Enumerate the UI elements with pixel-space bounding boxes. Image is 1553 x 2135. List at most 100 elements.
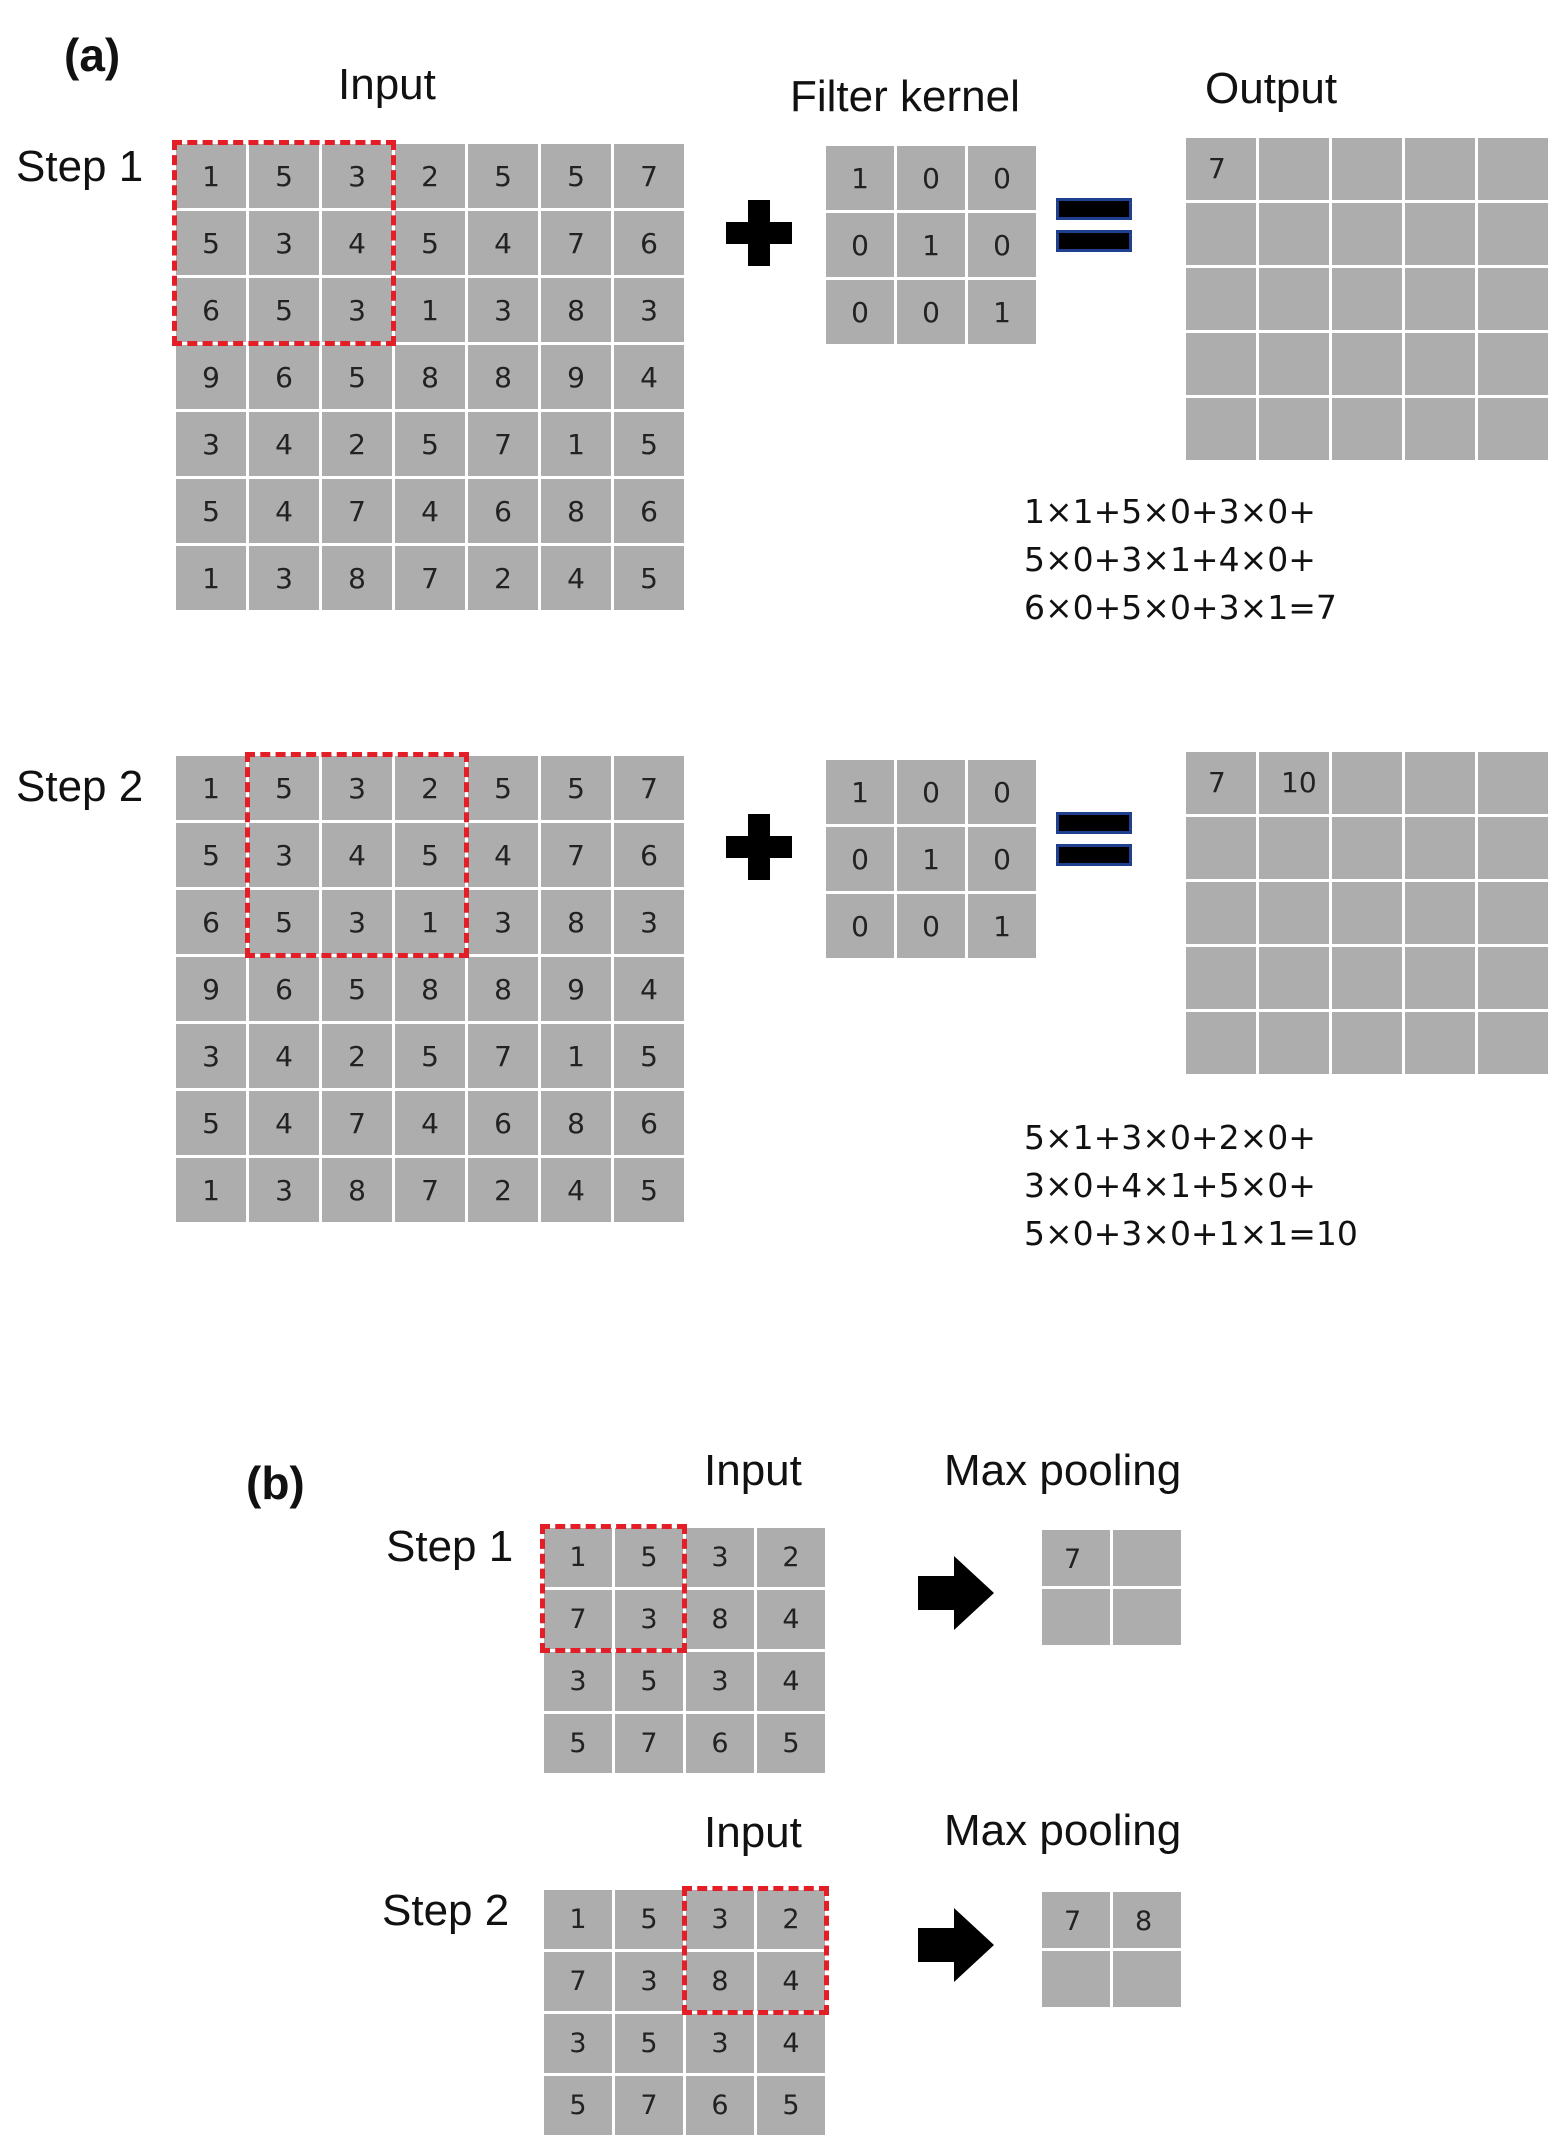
- right-arrow-icon: [918, 1908, 994, 1982]
- grid-cell: 2: [468, 1158, 538, 1222]
- panel-a-input-title: Input: [338, 60, 436, 109]
- grid-cell: 4: [249, 412, 319, 476]
- grid-cell: [1186, 268, 1256, 330]
- equals-sign-bottom: [1056, 844, 1132, 866]
- panel-b-step1-pool-grid: 7: [1042, 1530, 1181, 1645]
- grid-cell: 8: [468, 957, 538, 1021]
- grid-cell: 5: [541, 144, 611, 208]
- grid-cell: 8: [686, 1952, 754, 2011]
- grid-cell: 4: [249, 479, 319, 543]
- equals-sign-bottom: [1056, 230, 1132, 252]
- grid-cell: 8: [541, 278, 611, 342]
- grid-cell: 4: [757, 2014, 825, 2073]
- grid-cell: 9: [176, 345, 246, 409]
- grid-cell: 3: [686, 1528, 754, 1587]
- grid-cell: 5: [249, 890, 319, 954]
- grid-cell: 3: [614, 890, 684, 954]
- grid-cell: 3: [249, 211, 319, 275]
- grid-cell: 7: [468, 412, 538, 476]
- grid-cell: 4: [322, 211, 392, 275]
- grid-cell: 7: [468, 1024, 538, 1088]
- grid-cell: 1: [176, 546, 246, 610]
- grid-cell: 1: [176, 1158, 246, 1222]
- grid-cell: 8: [541, 890, 611, 954]
- grid-cell: 3: [322, 756, 392, 820]
- grid-cell: [1259, 947, 1329, 1009]
- grid-cell: 4: [395, 1091, 465, 1155]
- grid-cell: 4: [541, 546, 611, 610]
- grid-cell: [1478, 398, 1548, 460]
- convolution-window-highlight: [172, 140, 396, 346]
- grid-cell: [1478, 817, 1548, 879]
- grid-cell: 5: [249, 756, 319, 820]
- grid-cell: 7: [614, 144, 684, 208]
- grid-cell: 8: [541, 479, 611, 543]
- calc-line: 6×0+5×0+3×1=7: [1024, 588, 1337, 627]
- grid-cell: 3: [468, 278, 538, 342]
- grid-cell: 0: [897, 760, 965, 824]
- grid-cell: 6: [468, 479, 538, 543]
- grid-cell: [1113, 1951, 1181, 2007]
- grid-cell: 7: [1042, 1892, 1110, 1948]
- grid-cell: 5: [176, 823, 246, 887]
- grid-cell: 4: [468, 211, 538, 275]
- grid-cell: 5: [757, 1714, 825, 1773]
- equals-sign-top: [1056, 198, 1132, 220]
- grid-cell: [1186, 947, 1256, 1009]
- panel-a-step1-output-grid: 7: [1186, 138, 1548, 460]
- grid-cell: 5: [544, 2076, 612, 2135]
- grid-cell: 5: [395, 823, 465, 887]
- grid-cell: 7: [1186, 138, 1256, 200]
- grid-cell: [1332, 947, 1402, 1009]
- grid-cell: [1478, 268, 1548, 330]
- panel-b-step1-input-title: Input: [704, 1446, 802, 1495]
- grid-cell: 1: [395, 278, 465, 342]
- grid-cell: [1405, 947, 1475, 1009]
- grid-cell: [1259, 333, 1329, 395]
- grid-cell: 0: [968, 213, 1036, 277]
- calc-line: 5×0+3×0+1×1=10: [1024, 1214, 1358, 1253]
- grid-cell: 3: [544, 2014, 612, 2073]
- grid-cell: 8: [541, 1091, 611, 1155]
- grid-cell: 7: [615, 2076, 683, 2135]
- grid-cell: [1186, 333, 1256, 395]
- grid-cell: 10: [1259, 752, 1329, 814]
- grid-cell: [1332, 1012, 1402, 1074]
- grid-cell: [1259, 268, 1329, 330]
- grid-cell: 3: [544, 1652, 612, 1711]
- grid-cell: 5: [615, 1652, 683, 1711]
- grid-cell: 1: [395, 890, 465, 954]
- grid-cell: 1: [968, 894, 1036, 958]
- pooling-window-highlight: [540, 1524, 687, 1653]
- pooling-window-highlight: [682, 1886, 829, 2015]
- grid-cell: 0: [826, 894, 894, 958]
- grid-cell: [1259, 1012, 1329, 1074]
- grid-cell: [1478, 138, 1548, 200]
- grid-cell: 2: [468, 546, 538, 610]
- grid-cell: 1: [176, 756, 246, 820]
- panel-a-step1-label: Step 1: [16, 142, 144, 191]
- grid-cell: 0: [897, 146, 965, 210]
- grid-cell: 6: [686, 2076, 754, 2135]
- grid-cell: [1478, 333, 1548, 395]
- grid-cell: 0: [897, 894, 965, 958]
- plus-sign-vertical: [748, 814, 770, 880]
- grid-cell: 4: [249, 1091, 319, 1155]
- grid-cell: 7: [544, 1952, 612, 2011]
- grid-cell: 2: [757, 1528, 825, 1587]
- calc-line: 3×0+4×1+5×0+: [1024, 1166, 1316, 1205]
- right-arrow-icon: [918, 1556, 994, 1630]
- panel-b-step2-input-title: Input: [704, 1808, 802, 1857]
- grid-cell: [1042, 1589, 1110, 1645]
- panel-a-step2-calculation: 5×1+3×0+2×0+ 3×0+4×1+5×0+ 5×0+3×0+1×1=10: [1024, 1114, 1358, 1258]
- grid-cell: 3: [614, 278, 684, 342]
- grid-cell: 5: [176, 479, 246, 543]
- grid-cell: [1478, 882, 1548, 944]
- grid-cell: 6: [176, 890, 246, 954]
- grid-cell: 1: [541, 412, 611, 476]
- grid-cell: 3: [176, 1024, 246, 1088]
- grid-cell: [1332, 882, 1402, 944]
- grid-cell: 5: [541, 756, 611, 820]
